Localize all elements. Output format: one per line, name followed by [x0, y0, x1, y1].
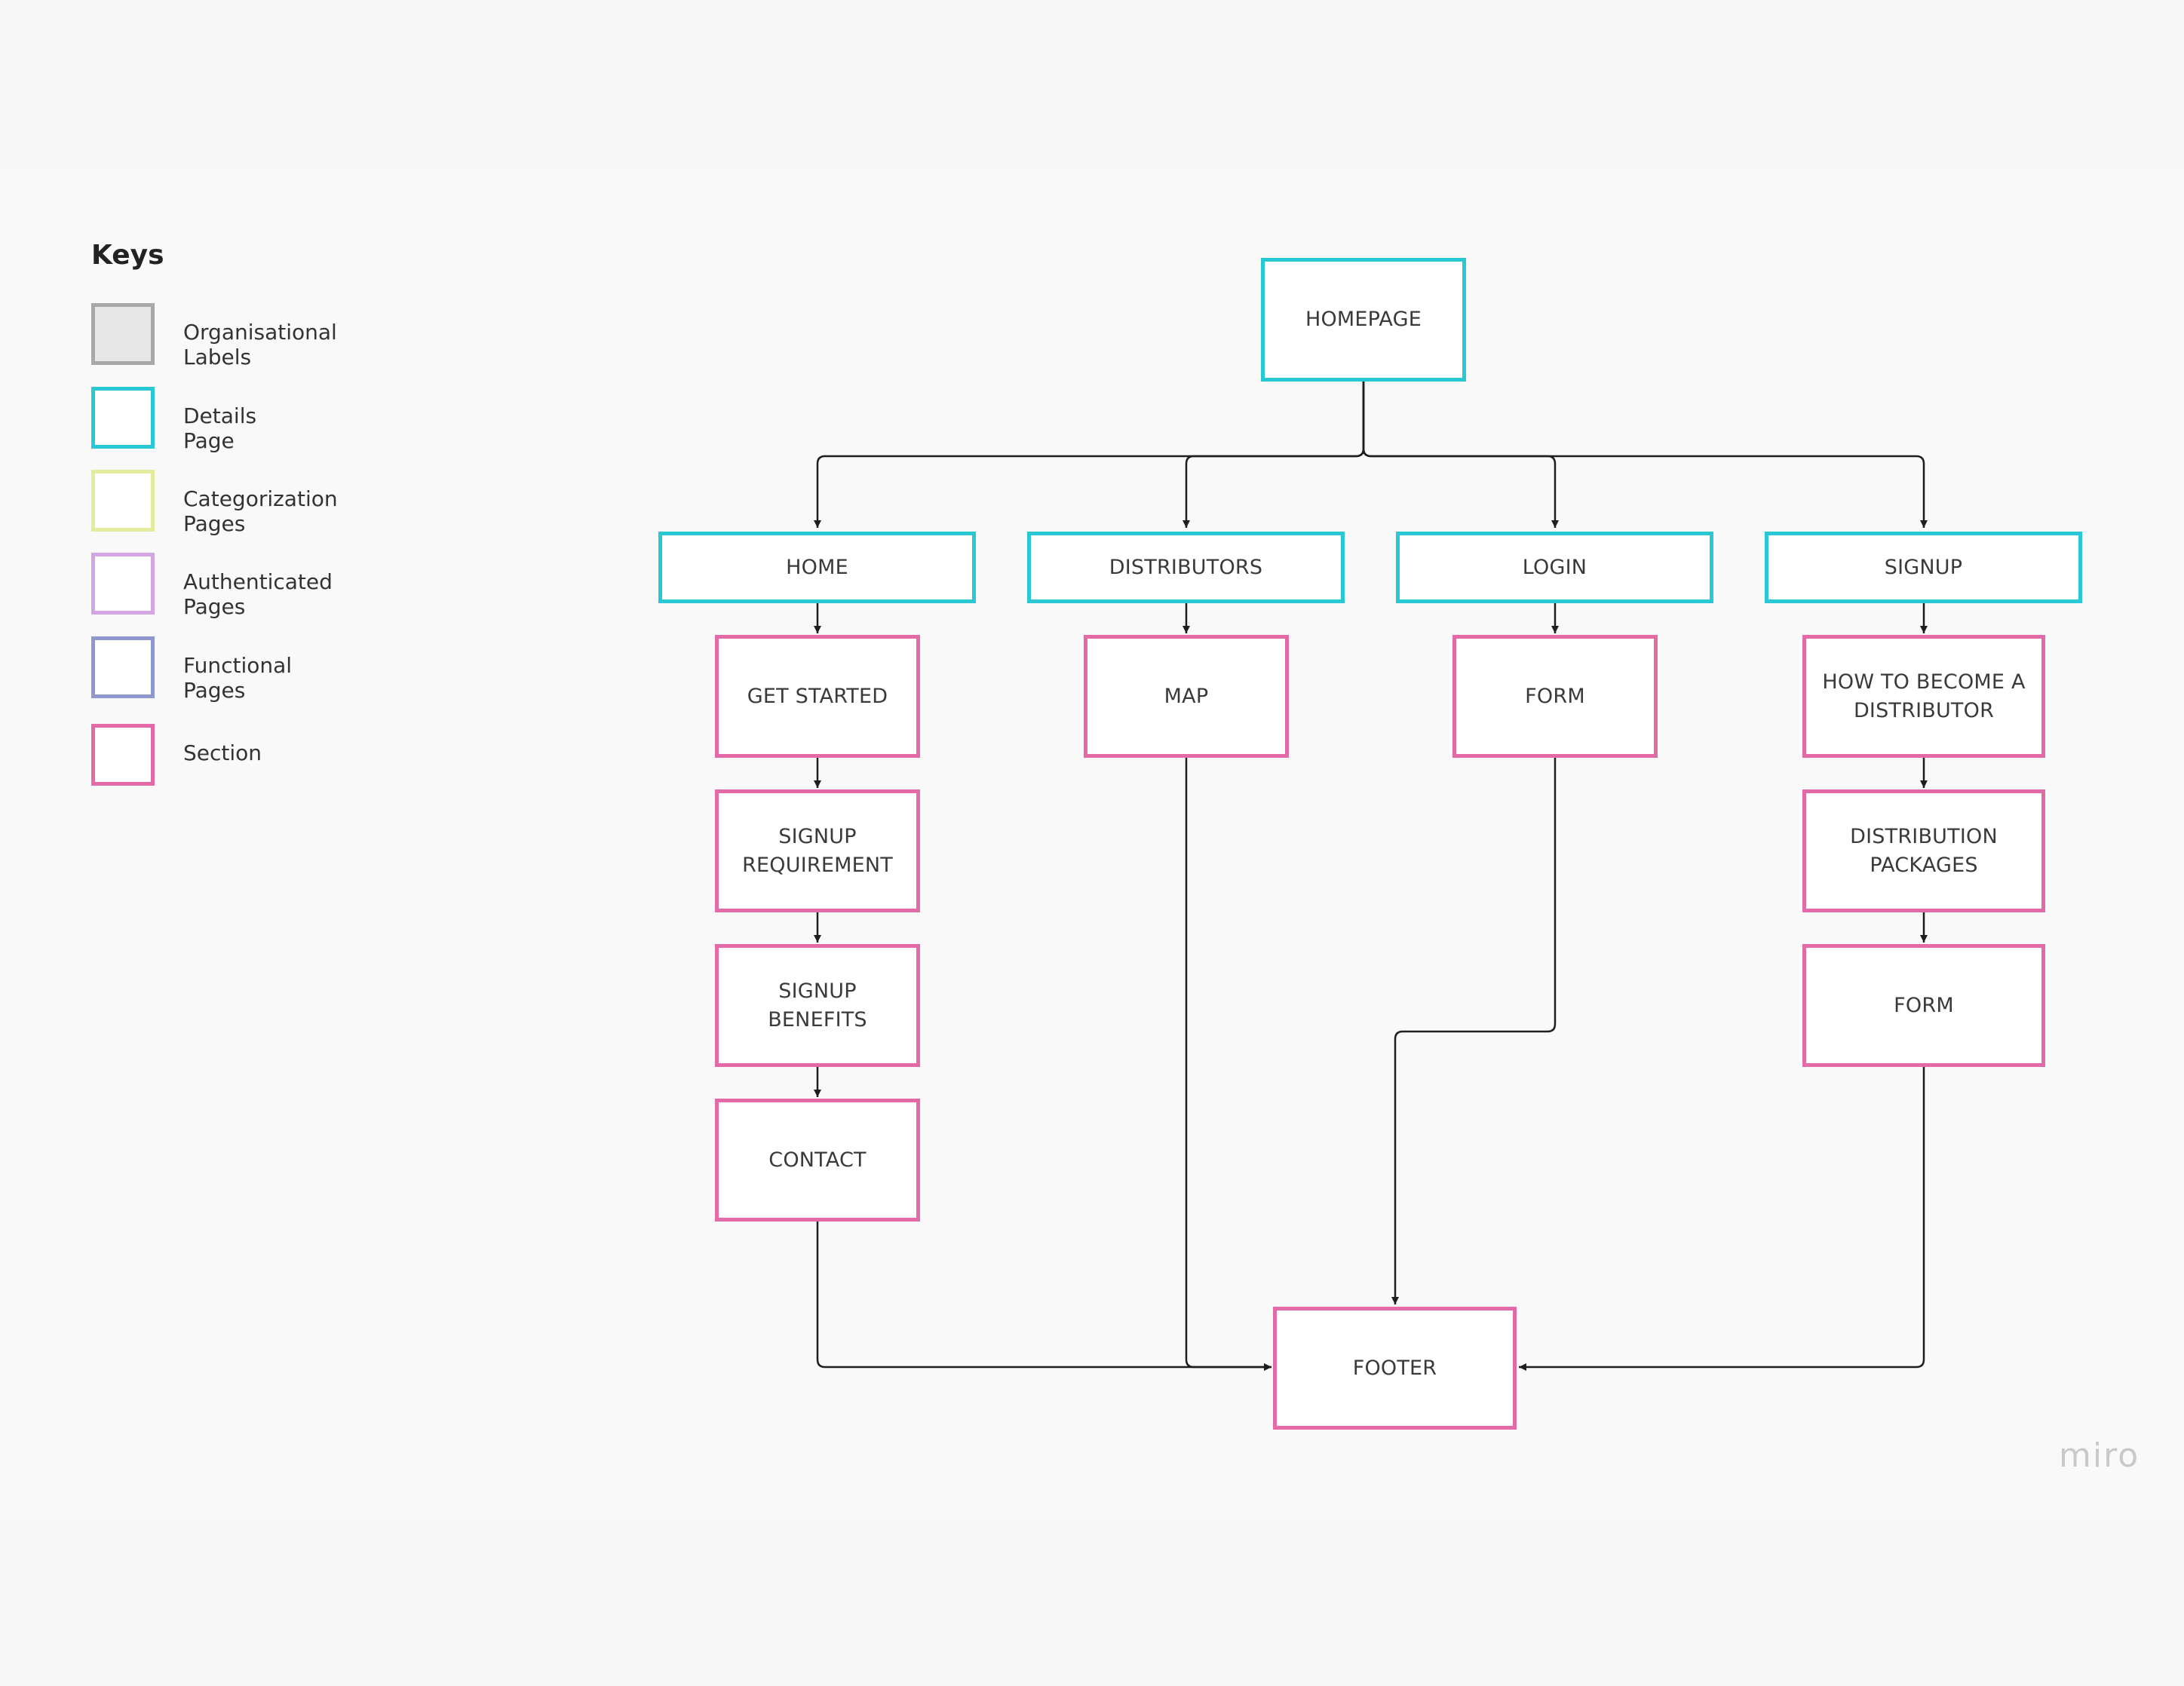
- node-login-form[interactable]: FORM: [1452, 635, 1658, 758]
- key-label-section: Section: [183, 740, 262, 765]
- node-how-to-become-distributor[interactable]: HOW TO BECOME A DISTRIBUTOR: [1802, 635, 2045, 758]
- node-distribution-packages[interactable]: DISTRIBUTION PACKAGES: [1802, 789, 2045, 912]
- connector-homepage-signup: [1362, 382, 1928, 528]
- key-swatch-functional-pages: [91, 636, 155, 698]
- key-swatch-categorization-pages: [91, 470, 155, 532]
- legend-title: Keys: [91, 240, 164, 271]
- key-swatch-section: [91, 724, 155, 786]
- key-label-functional-pages: Functional Pages: [183, 653, 293, 703]
- node-home[interactable]: HOME: [658, 532, 976, 603]
- connector-map-footer: [1185, 758, 1271, 1371]
- key-label-details-page: Details Page: [183, 403, 257, 453]
- node-signup-form[interactable]: FORM: [1802, 944, 2045, 1067]
- key-label-categorization-pages: Categorization Pages: [183, 486, 338, 536]
- connector-signup-form-footer: [1519, 1067, 1925, 1371]
- node-signup-requirement[interactable]: SIGNUP REQUIREMENT: [715, 789, 920, 912]
- node-get-started[interactable]: GET STARTED: [715, 635, 920, 758]
- node-map[interactable]: MAP: [1084, 635, 1289, 758]
- key-swatch-authenticated-pages: [91, 553, 155, 615]
- key-swatch-organisational-labels: [91, 303, 155, 365]
- node-distributors[interactable]: DISTRIBUTORS: [1027, 532, 1345, 603]
- node-contact[interactable]: CONTACT: [715, 1099, 920, 1222]
- key-label-authenticated-pages: Authenticated Pages: [183, 569, 333, 619]
- miro-watermark: miro: [2059, 1436, 2140, 1475]
- node-login[interactable]: LOGIN: [1396, 532, 1713, 603]
- connector-contact-footer: [816, 1222, 1271, 1371]
- node-homepage[interactable]: HOMEPAGE: [1261, 258, 1466, 382]
- key-swatch-details-page: [91, 387, 155, 449]
- connector-login-form-footer: [1391, 758, 1557, 1304]
- node-signup-benefits[interactable]: SIGNUP BENEFITS: [715, 944, 920, 1067]
- canvas-top-band: [3, 0, 2184, 170]
- canvas-bottom-band: [3, 1520, 2184, 1686]
- key-label-organisational-labels: Organisational Labels: [183, 320, 337, 369]
- node-footer[interactable]: FOOTER: [1273, 1307, 1517, 1430]
- connector-homepage-login: [1362, 382, 1559, 528]
- connector-homepage-distributors: [1182, 382, 1365, 528]
- node-signup[interactable]: SIGNUP: [1765, 532, 2082, 603]
- connector-homepage-home: [814, 382, 1365, 528]
